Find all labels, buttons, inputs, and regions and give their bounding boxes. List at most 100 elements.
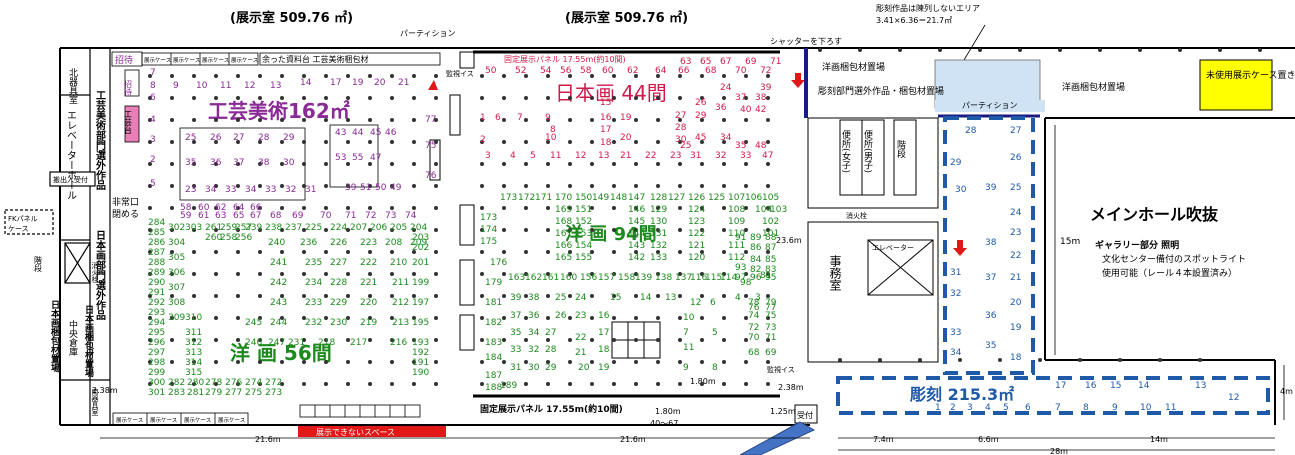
pillar-dot [766,382,770,386]
work-number: 115 [705,273,722,283]
nihonga-rejected: 日本画部門選外作品 [94,230,107,321]
pillar-dot [170,272,174,276]
pillar-dot [656,294,660,298]
pillar-dot [590,96,594,100]
work-number: 11 [683,343,694,353]
pillar-dot [302,294,306,298]
work-number: 49 [390,183,402,193]
work-number: 9 [545,113,551,123]
nihonga-title: 日本画 44間 [555,81,667,105]
pillar-dot [634,74,638,78]
pillar-dot [612,74,616,78]
work-number: 144 [628,229,645,239]
work-number: 68 [748,348,760,358]
kogei-table [124,105,140,143]
work-number: 181 [485,298,502,308]
pillar-dot [148,338,152,342]
pillar-dot [258,360,262,364]
usable-note: 使用可能（レール４本設置済み） [1102,267,1237,279]
pillar-dot [170,74,174,78]
pillar-dot [434,272,438,276]
pillar-dot [722,206,726,210]
pillar-dot [192,272,196,276]
pillar-dot [590,382,594,386]
pillar-dot [590,250,594,254]
pillar-dot [480,96,484,100]
work-number: 73 [765,323,776,333]
work-number: 240 [268,238,285,248]
pillar-dot [368,74,372,78]
work-number: 160 [560,273,577,283]
work-number: 2 [480,135,486,145]
pillar-dot [656,206,660,210]
pillar-dot [148,162,152,166]
work-number: 89 [750,233,762,243]
work-number: 5 [1003,403,1009,413]
pillar-dot [1018,48,1022,52]
work-number: 34 [205,185,217,195]
dim-1-80-a: 1.80m [690,377,716,386]
pillar-dot [678,272,682,276]
work-number: 12 [690,298,701,308]
work-number: 31 [690,151,701,161]
pillar-dot [434,162,438,166]
kogei-inner-box-2 [329,124,379,188]
pillar-dot [346,250,350,254]
pillar-dot [546,338,550,342]
work-number: 6 [495,113,501,123]
pillar-dot [368,338,372,342]
hall-height: 15m [1060,237,1080,247]
pillar-dot [214,360,218,364]
pillar-dot [1078,358,1082,362]
pillar-dot [766,228,770,232]
work-number: 224 [330,223,347,233]
pillar-dot [236,316,240,320]
pillar-dot [590,316,594,320]
pillar-dot [412,360,416,364]
pillar-dot [766,184,770,188]
work-number: 282 [168,378,185,388]
work-number: 169 [555,205,572,215]
work-number: 4 [735,293,741,303]
work-number: 212 [392,298,409,308]
pillar-dot [678,338,682,342]
work-number: 5 [530,151,536,161]
pillar-dot [744,74,748,78]
carry-reception: 搬出入受付 [53,175,88,184]
work-number: 286 [148,238,165,248]
work-number: 156 [580,273,597,283]
work-number: 72 [760,66,771,76]
pillar-dot [678,162,682,166]
pillar-dot [546,382,550,386]
work-number: 63 [680,57,691,67]
work-number: 84 [750,255,762,265]
pillar-dot [634,140,638,144]
bottom-case-1: 展示ケース [116,417,143,424]
pillar-dot [170,140,174,144]
pillar-dot [148,382,152,386]
pillar-dot [502,140,506,144]
pillar-dot [170,206,174,210]
pillar-dot [258,118,262,122]
work-number: 108 [728,205,745,215]
pillar-dot [434,294,438,298]
pillar-dot [192,74,196,78]
fk-panel: FKパネル [8,215,38,223]
work-number: 202 [412,243,429,253]
kogei-rejected: 工芸美術部門選外作品 [94,90,107,191]
work-number: 55 [352,153,363,163]
pillar-dot [480,272,484,276]
work-number: 15 [600,98,611,108]
work-number: 170 [555,193,572,203]
pillar-dot [1198,358,1202,362]
work-number: 58 [180,203,192,213]
pillar-dot [192,294,196,298]
work-number: 33 [740,151,751,161]
pillar-dot [346,294,350,298]
work-number: 29 [950,158,962,168]
room-area-right: (展示室 509.76 ㎡) [565,10,688,26]
work-number: 20 [620,133,632,143]
work-number: 226 [330,238,347,248]
work-number: 58 [580,66,592,76]
pillar-dot [346,96,350,100]
